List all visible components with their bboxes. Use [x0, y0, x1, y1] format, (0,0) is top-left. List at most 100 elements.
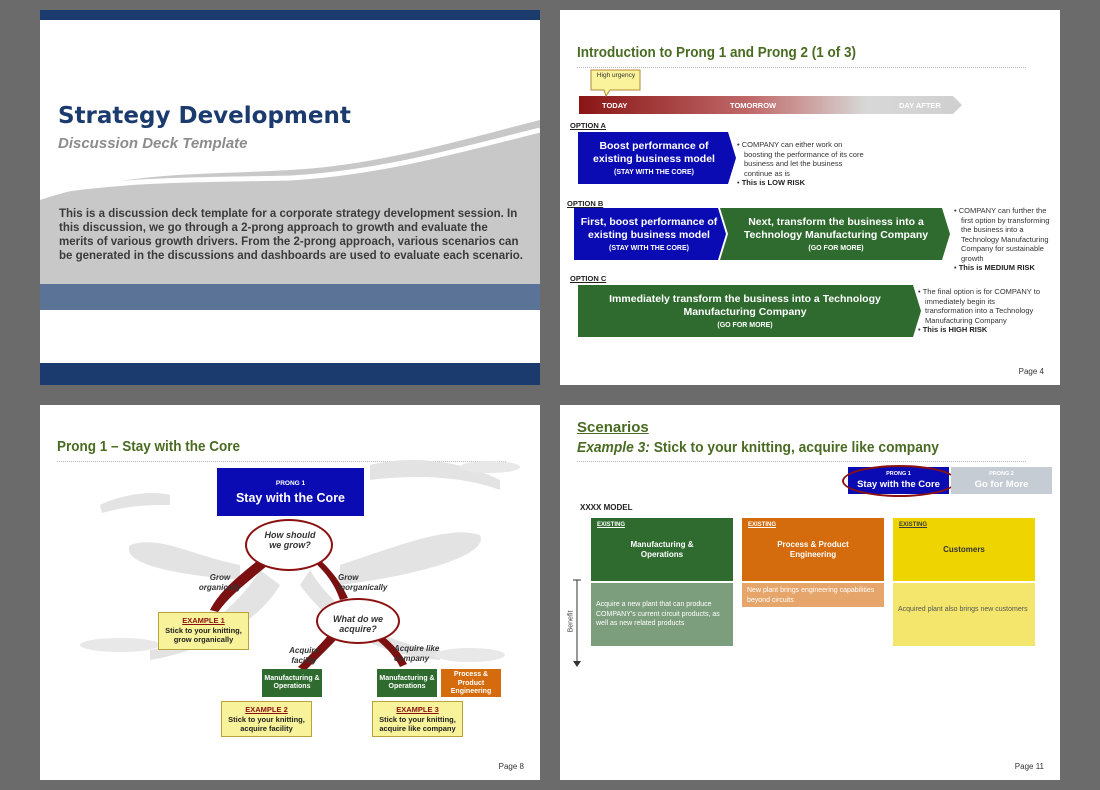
top-bar: [40, 10, 540, 20]
option-b-arrows: [574, 208, 950, 260]
option-b-bullets: • COMPANY can further the first option b…: [954, 206, 1054, 273]
option-b-label: OPTION B: [567, 199, 604, 208]
example-2-title: EXAMPLE 2: [245, 705, 288, 714]
title-rule: [577, 461, 1026, 462]
option-a-bullets: • COMPANY can either work on boosting th…: [737, 140, 872, 188]
option-b-sub-2: (GO FOR MORE): [808, 245, 864, 252]
deck-subtitle: Discussion Deck Template: [58, 135, 248, 152]
column-process-note: New plant brings engineering capabilitie…: [742, 583, 884, 607]
mid-band: [40, 284, 540, 310]
column-customers-header: EXISTING Customers: [893, 518, 1035, 581]
option-a-bullet-2: • This is LOW RISK: [737, 178, 806, 187]
option-c-arrow: [578, 285, 921, 337]
page-number: Page 8: [498, 762, 524, 771]
wave-shape: [40, 120, 540, 285]
page-number: Page 4: [1018, 367, 1044, 376]
example-1-box: EXAMPLE 1 Stick to your knitting, grow o…: [158, 612, 249, 650]
benefit-axis: [573, 579, 581, 667]
scenario-example-prefix: Example 3:: [577, 439, 650, 456]
slide-prong-1[interactable]: Prong 1 – Stay with the Core PRONG 1 Sta…: [40, 405, 540, 780]
process-product-box: Process & Product Engineering: [441, 669, 501, 697]
slide-title: Introduction to Prong 1 and Prong 2 (1 o…: [577, 44, 856, 61]
column-customers-tag: EXISTING: [899, 522, 928, 528]
column-mfg-header: EXISTING Manufacturing & Operations: [591, 518, 733, 581]
deck-description: This is a discussion deck template for a…: [59, 208, 523, 262]
title-rule: [57, 461, 506, 462]
prong-2-tab-title: Go for More: [974, 479, 1029, 490]
option-c-bullet-2: • This is HIGH RISK: [918, 325, 988, 334]
slide-title: Scenarios: [577, 419, 649, 436]
scenario-example-text: Stick to your knitting, acquire like com…: [649, 439, 939, 456]
column-customers-title: Customers: [943, 545, 985, 554]
example-3-title: EXAMPLE 3: [396, 705, 439, 714]
slide-title: Prong 1 – Stay with the Core: [57, 438, 241, 455]
prong-1-title: Stay with the Core: [235, 490, 346, 505]
column-mfg-title: Manufacturing & Operations: [630, 540, 694, 559]
option-b-bullet-1: • COMPANY can further the first option b…: [954, 206, 1050, 263]
example-2-box: EXAMPLE 2 Stick to your knitting, acquir…: [221, 701, 312, 737]
prong-1-highlight-ring: [842, 465, 957, 497]
column-mfg-note: Acquire a new plant that can produce COM…: [591, 583, 733, 646]
title-rule: [577, 67, 1026, 68]
option-a-bullet-1: • COMPANY can either work on boosting th…: [737, 140, 864, 178]
option-a-box: Boost performance of existing business m…: [581, 134, 727, 182]
question-grow: How should we grow?: [264, 530, 316, 550]
timeline-today: TODAY: [602, 101, 628, 110]
slide-intro-prongs[interactable]: Introduction to Prong 1 and Prong 2 (1 o…: [560, 10, 1060, 385]
option-c-bullets: • The final option is for COMPANY to imm…: [918, 287, 1040, 335]
column-process-note-text: New plant brings engineering capabilitie…: [747, 587, 875, 604]
option-c-bullet-1: • The final option is for COMPANY to imm…: [918, 287, 1040, 325]
option-c-label: OPTION C: [570, 274, 607, 283]
column-mfg-tag: EXISTING: [597, 522, 626, 528]
example-2-text: Stick to your knitting, acquire facility: [228, 714, 305, 734]
label-grow-inorganically: Grow inorganically: [338, 573, 388, 592]
label-grow-organically: Grow organically: [198, 573, 242, 592]
slide-scenarios[interactable]: Scenarios Example 3: Stick to your knitt…: [560, 405, 1060, 780]
prong-1-header: PRONG 1 Stay with the Core: [217, 468, 364, 516]
option-a-label: OPTION A: [570, 121, 606, 130]
example-1-text: Stick to your knitting, grow organically: [165, 625, 242, 645]
page-number: Page 11: [1014, 762, 1044, 771]
urgency-callout: High urgency: [596, 72, 636, 79]
column-mfg-note-text: Acquire a new plant that can produce COM…: [596, 601, 720, 627]
question-grow-oval: [245, 519, 333, 571]
option-c-title: Immediately transform the business into …: [609, 293, 881, 318]
option-b-box-2: Next, transform the business into a Tech…: [730, 210, 942, 258]
deck-title: Strategy Development: [58, 103, 351, 129]
slide-title[interactable]: Strategy Development Discussion Deck Tem…: [40, 10, 540, 385]
example-3-text: Stick to your knitting, acquire like com…: [379, 714, 456, 734]
example-1-title: EXAMPLE 1: [182, 616, 225, 625]
urgency-timeline: [579, 69, 962, 114]
option-b-title-2: Next, transform the business into a Tech…: [743, 216, 929, 241]
question-acquire: What do we acquire?: [333, 614, 383, 634]
option-a-sub: (STAY WITH THE CORE): [614, 169, 694, 176]
model-label: XXXX MODEL: [580, 503, 633, 512]
label-acquire-like-company: Acquire like company: [394, 644, 440, 663]
prong-2-tab[interactable]: PRONG 2 Go for More: [951, 467, 1052, 494]
option-a-arrow: [578, 132, 736, 184]
prong-1-label: PRONG 1: [275, 479, 306, 487]
question-acquire-oval: [316, 598, 400, 644]
option-b-bullet-2: • This is MEDIUM RISK: [954, 263, 1035, 272]
column-customers-note: Acquired plant also brings new customers: [893, 583, 1035, 646]
column-process-title: Process & Product Engineering: [777, 540, 849, 559]
column-customers-note-text: Acquired plant also brings new customers: [898, 606, 1028, 613]
option-b-box-1: First, boost performance of existing bus…: [577, 210, 721, 258]
option-c-box: Immediately transform the business into …: [590, 287, 900, 335]
option-a-title: Boost performance of existing business m…: [593, 140, 715, 165]
option-c-sub: (GO FOR MORE): [717, 322, 773, 329]
mfg-ops-box-facility: Manufacturing & Operations: [262, 669, 322, 697]
label-acquire-facility: Acquire facility: [289, 646, 319, 665]
timeline-tomorrow: TOMORROW: [730, 101, 777, 110]
bottom-bar: [40, 363, 540, 385]
column-process-tag: EXISTING: [748, 522, 777, 528]
example-3-box: EXAMPLE 3 Stick to your knitting, acquir…: [372, 701, 463, 737]
option-b-sub-1: (STAY WITH THE CORE): [609, 245, 689, 252]
mfg-ops-box-like: Manufacturing & Operations: [377, 669, 437, 697]
column-process-header: EXISTING Process & Product Engineering: [742, 518, 884, 581]
timeline-day-after: DAY AFTER: [899, 101, 941, 110]
benefit-label: Benefit: [567, 610, 575, 633]
option-b-title-1: First, boost performance of existing bus…: [580, 216, 718, 241]
prong-2-tab-label: PRONG 2: [989, 471, 1014, 477]
scenario-heading: Example 3: Stick to your knitting, acqui…: [577, 439, 939, 456]
